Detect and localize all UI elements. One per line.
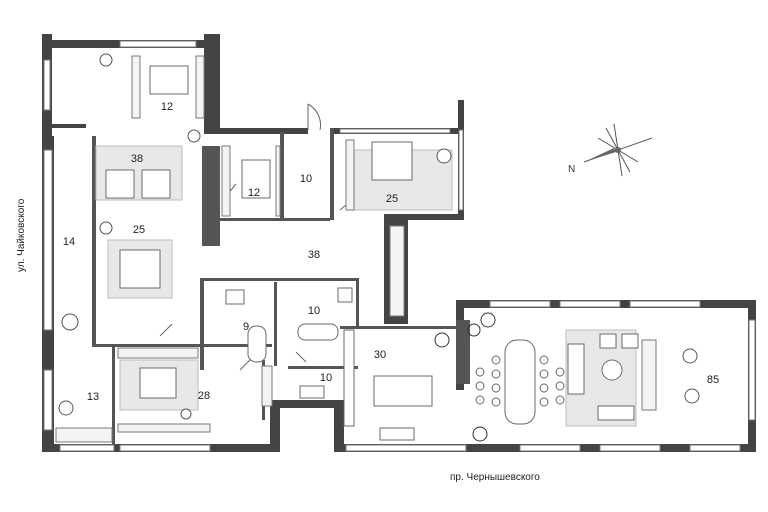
room-label-10-bath: 10 (308, 305, 320, 317)
kitchen-island (343, 329, 433, 441)
windows (43, 40, 756, 452)
beds (105, 65, 413, 399)
compass-north-label: N (568, 164, 575, 175)
room-label-12-top: 12 (161, 101, 173, 113)
rugs (95, 145, 637, 427)
room-label-30: 30 (374, 349, 386, 361)
room-label-13: 13 (87, 391, 99, 403)
sofa (567, 333, 639, 421)
dining-table (475, 339, 565, 425)
bathroom-fixtures (225, 287, 353, 399)
room-label-10-upper: 10 (300, 173, 312, 185)
street-label-left: ул. Чайковского (16, 198, 27, 272)
room-label-12-mid: 12 (248, 187, 260, 199)
room-label-38-hall: 38 (308, 249, 320, 261)
room-label-38-left: 38 (131, 153, 143, 165)
closets (55, 55, 657, 443)
interior-walls (92, 128, 470, 444)
room-label-10-lower: 10 (320, 372, 332, 384)
room-label-14: 14 (63, 236, 75, 248)
plants (434, 312, 496, 442)
room-label-28: 28 (198, 390, 210, 402)
armchairs (58, 53, 700, 420)
room-labels: 12 38 12 10 25 14 25 38 9 10 30 10 13 28… (63, 101, 719, 403)
room-label-25-right: 25 (386, 193, 398, 205)
room-label-9: 9 (243, 321, 249, 333)
compass-icon: N (568, 123, 653, 177)
room-label-85: 85 (707, 374, 719, 386)
street-label-bottom: пр. Чернышевского (450, 472, 540, 483)
room-label-25-left: 25 (133, 224, 145, 236)
